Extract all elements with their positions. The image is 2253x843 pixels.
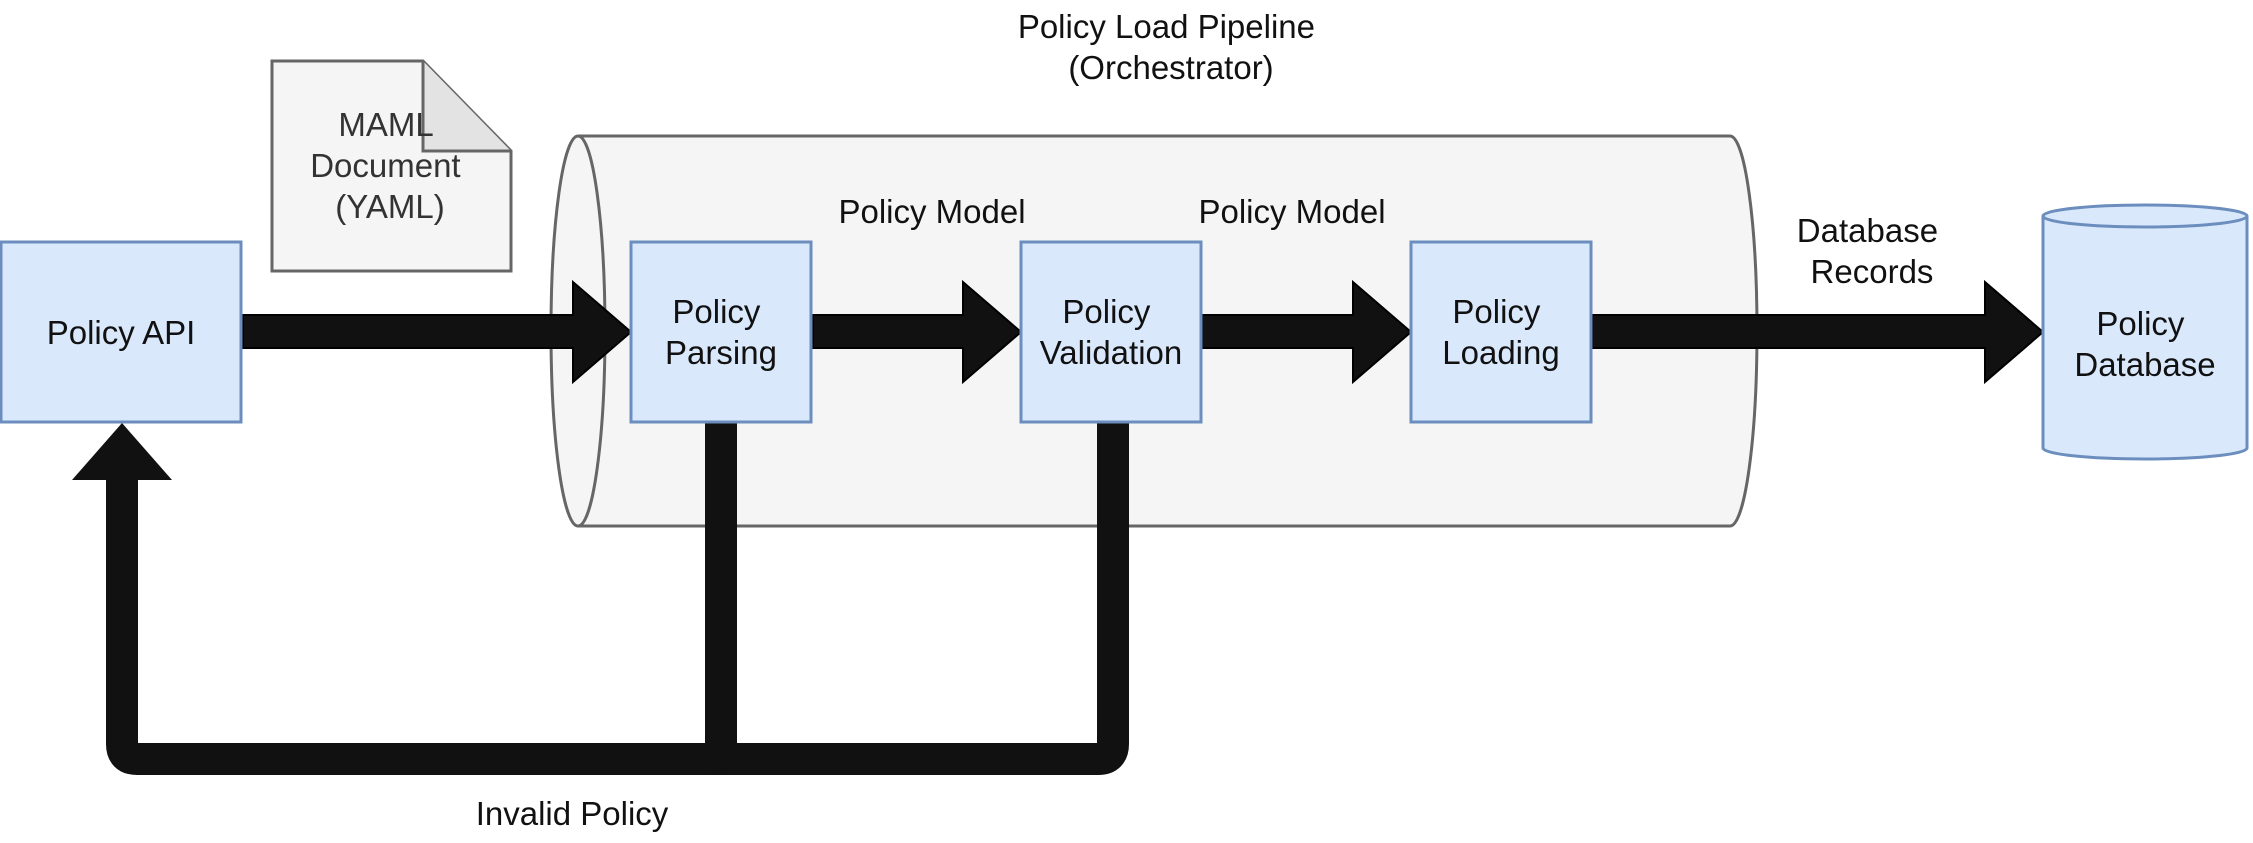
node-policy-loading-label: Policy Loading: [1442, 293, 1559, 371]
node-policy-validation-box: [1019, 240, 1203, 424]
invalid-arrowhead-to-api: [72, 423, 172, 480]
node-policy-loading-line2: Loading: [1442, 334, 1559, 371]
node-policy-parsing-line2: Parsing: [665, 334, 777, 371]
edge-label-validate-to-load: Policy Model: [1198, 193, 1385, 230]
node-policy-parsing[interactable]: Policy Parsing: [629, 240, 813, 424]
document-label-line1: MAML: [338, 106, 433, 143]
invalid-path-from-parsing: [106, 421, 737, 775]
node-policy-loading-box: [1409, 240, 1593, 424]
node-policy-validation[interactable]: Policy Validation: [1019, 240, 1203, 424]
pipeline-title-line1: Policy Load Pipeline: [1018, 8, 1315, 45]
node-policy-api-label: Policy API: [47, 314, 196, 351]
node-policy-parsing-box: [629, 240, 813, 424]
maml-document: MAML Document (YAML): [270, 59, 513, 273]
node-policy-database-line1: Policy: [2096, 305, 2185, 342]
document-fold: [421, 61, 511, 153]
pipeline-title: Policy Load Pipeline (Orchestrator): [1018, 8, 1324, 86]
node-policy-database-label: Policy Database: [2074, 305, 2215, 383]
document-label: MAML Document (YAML): [310, 106, 470, 225]
node-policy-loading-line1: Policy: [1452, 293, 1541, 330]
node-policy-parsing-line1: Policy: [672, 293, 761, 330]
edge-label-load-to-db: Database Records: [1797, 212, 1947, 290]
node-policy-api[interactable]: Policy API: [0, 240, 243, 424]
arrow-api-to-parsing: [242, 279, 633, 385]
invalid-policy-flow: [72, 421, 1129, 775]
edge-label-parse-to-validate: Policy Model: [838, 193, 1025, 230]
node-policy-validation-label: Policy Validation: [1040, 293, 1183, 371]
node-policy-api-box: [0, 240, 243, 424]
edge-label-load-to-db-line2: Records: [1811, 253, 1934, 290]
edge-label-invalid-policy: Invalid Policy: [476, 795, 669, 832]
arrow-loading-to-database: [1591, 279, 2045, 385]
node-policy-loading[interactable]: Policy Loading: [1409, 240, 1593, 424]
main-flow-arrows: [242, 279, 2045, 385]
document-label-line2: Document: [310, 147, 460, 184]
document-label-line3: (YAML): [335, 188, 444, 225]
database-cylinder-body: [2041, 203, 2249, 461]
node-policy-parsing-label: Policy Parsing: [665, 293, 777, 371]
arrow-validation-to-loading: [1201, 279, 1413, 385]
edge-label-load-to-db-line1: Database: [1797, 212, 1938, 249]
pipeline-title-line2: (Orchestrator): [1068, 49, 1273, 86]
arrow-parsing-to-validation: [812, 279, 1023, 385]
invalid-path-from-validation: [704, 421, 1129, 775]
node-policy-validation-line1: Policy: [1062, 293, 1151, 330]
node-policy-database[interactable]: Policy Database: [2041, 203, 2249, 461]
database-cylinder-top-rim: [2041, 215, 2249, 229]
node-policy-validation-line2: Validation: [1040, 334, 1183, 371]
node-policy-database-line2: Database: [2074, 346, 2215, 383]
